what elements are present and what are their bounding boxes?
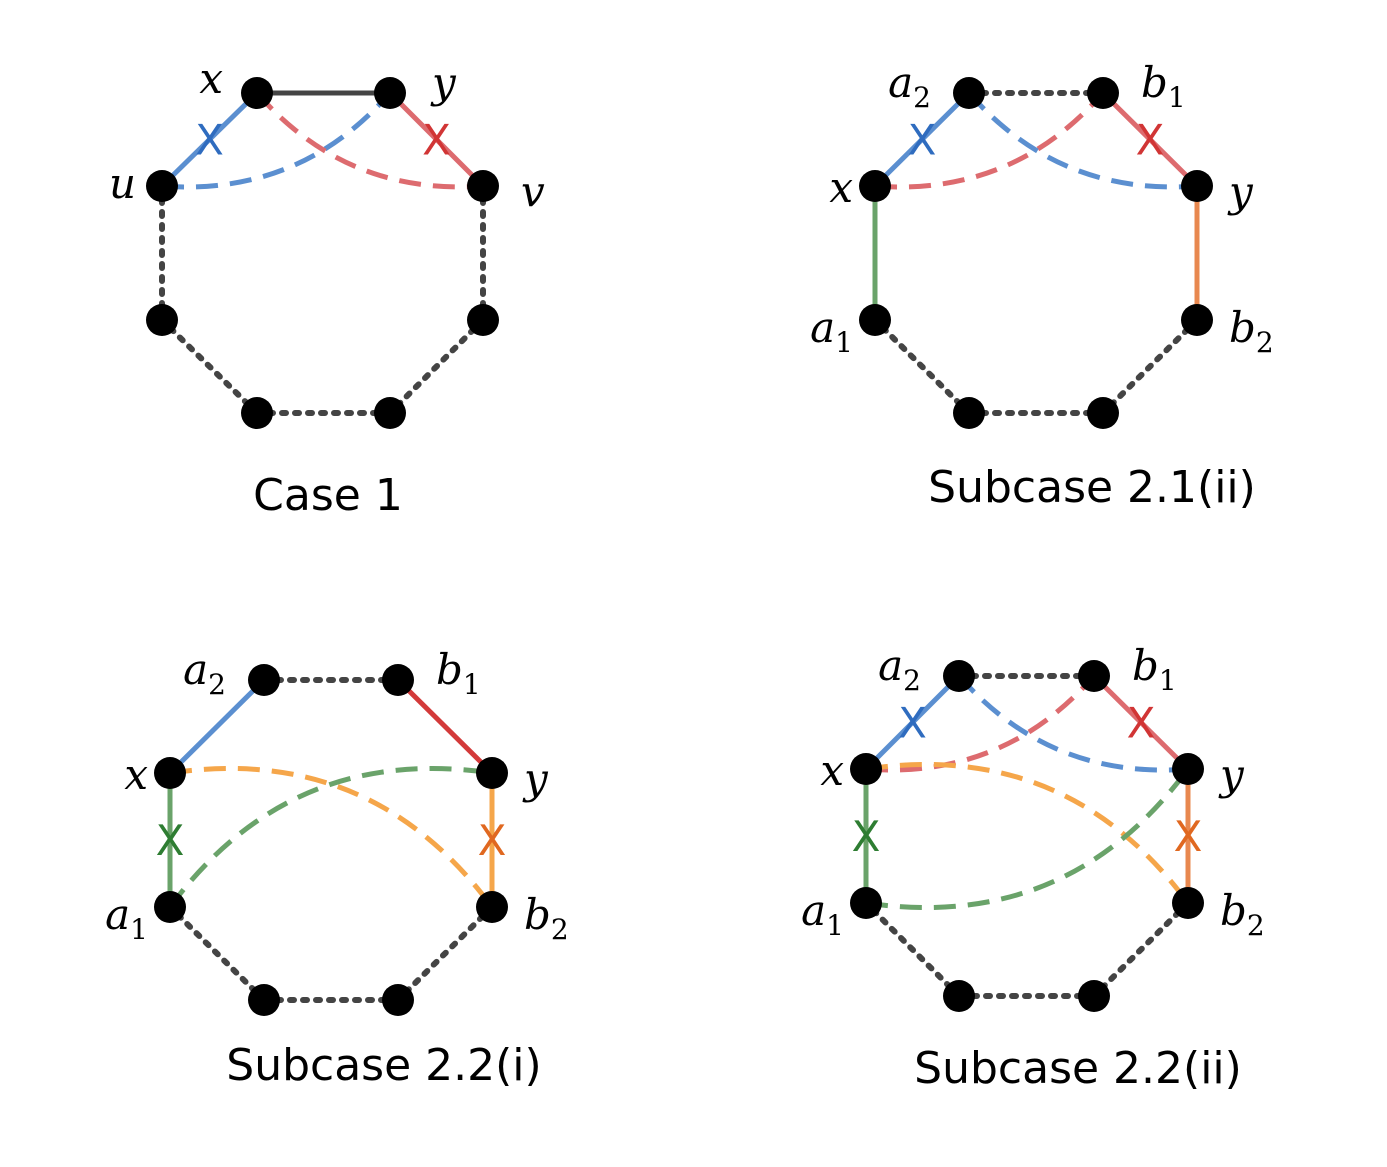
edge-7-3 [169,765,495,909]
cross-mark-icon: X [1136,116,1165,165]
vertex-label: a1 [105,890,148,946]
cross-mark-icon: X [422,116,451,165]
vertex-node [953,77,985,109]
edge-0-2 [957,674,1189,773]
vertex-label: y [1218,750,1245,799]
vertex-label: a2 [878,641,921,697]
vertex-node [476,757,508,789]
panel-subcase-2-1-ii: X Xa2 b1 x y a1 b2 Subcase 2.1(ii) [810,58,1274,513]
vertex-node [154,891,186,923]
edge-0-2 [967,91,1198,190]
cross-mark-icon: X [156,816,185,865]
edge-7-3 [865,761,1191,905]
vertex-label: y [522,754,549,803]
vertex-node [374,77,406,109]
vertex-label: y [1227,167,1254,216]
edge-3-4 [1100,317,1200,416]
vertex-label: x [829,163,853,212]
vertex-label: v [521,167,545,216]
caption-case-1: Case 1 [253,470,403,521]
cross-mark-icon: X [852,812,881,861]
vertex-node [1172,887,1204,919]
cross-mark-icon: X [1174,812,1203,861]
cross-mark-icon: X [898,699,927,748]
edge-7-0 [864,674,961,771]
vertex-label: x [124,750,148,799]
vertex-node [859,304,891,336]
vertex-label: a2 [888,58,931,114]
vertex-node [953,397,985,429]
edge-1-2 [1092,674,1190,771]
cross-mark-icon: X [908,116,937,165]
vertex-node [850,753,882,785]
edge-7-1 [865,674,1096,773]
vertex-node [467,170,499,202]
vertex-node [943,980,975,1012]
vertex-node [1181,170,1213,202]
edge-5-6 [872,317,972,416]
vertex-node [1078,660,1110,692]
vertex-node [248,664,280,696]
vertex-label: b2 [524,890,569,946]
vertex-label: a1 [801,886,844,942]
edge-3-4 [395,904,495,1003]
vertex-label: b2 [1220,886,1265,942]
edge-6-2 [167,765,493,909]
edge-1-2 [388,91,485,188]
vertex-label: b2 [1229,303,1274,359]
vertex-node [1172,753,1204,785]
caption-subcase-2-1-ii: Subcase 2.1(ii) [928,462,1256,513]
cross-mark-icon: X [478,816,507,865]
vertex-node [476,891,508,923]
vertex-label: u [109,159,136,208]
vertex-node [1087,397,1119,429]
vertex-node [467,304,499,336]
vertex-node [241,397,273,429]
edge-7-0 [873,91,971,188]
vertex-node [943,660,975,692]
edge-3-4 [387,317,486,416]
vertex-node [154,757,186,789]
edge-1-2 [396,678,494,775]
vertex-label: b1 [1132,641,1177,697]
edge-7-0 [160,91,259,188]
panel-case-1: X Xx y u v Case 1 [109,54,545,521]
vertex-label: y [430,58,457,107]
cross-mark-icon: X [195,116,224,165]
edge-6-2 [865,767,1191,911]
edge-5-6 [863,900,962,999]
vertex-label: a2 [183,645,226,701]
edge-5-6 [159,317,260,416]
vertex-node [1181,304,1213,336]
vertex-label: b1 [1141,58,1186,114]
edge-7-1 [874,91,1105,190]
vertex-node [1078,980,1110,1012]
panel-subcase-2-2-ii: X X X Xa2 b1 x y a1 b2 Subcase 2.2(ii) [801,641,1265,1094]
vertex-node [859,170,891,202]
vertex-node [146,170,178,202]
cross-mark-icon: X [1127,699,1156,748]
vertex-node [382,984,414,1016]
vertex-node [382,664,414,696]
caption-subcase-2-2-i: Subcase 2.2(i) [226,1040,541,1091]
edge-1-2 [1101,91,1199,188]
vertex-node [241,77,273,109]
vertex-label: x [199,54,223,103]
vertex-node [248,984,280,1016]
vertex-node [1087,77,1119,109]
edge-5-6 [167,904,267,1003]
vertex-label: x [820,746,844,795]
vertex-node [850,887,882,919]
panel-subcase-2-2-i: X Xa2 b1 x y a1 b2 Subcase 2.2(i) [105,645,569,1091]
edge-7-1 [161,91,392,190]
vertex-label: b1 [436,645,481,701]
edge-7-0 [168,678,266,775]
caption-subcase-2-2-ii: Subcase 2.2(ii) [914,1043,1242,1094]
vertex-node [374,397,406,429]
edge-0-2 [255,91,484,190]
vertex-node [146,304,178,336]
vertex-label: a1 [810,303,853,359]
edge-3-4 [1091,900,1191,999]
